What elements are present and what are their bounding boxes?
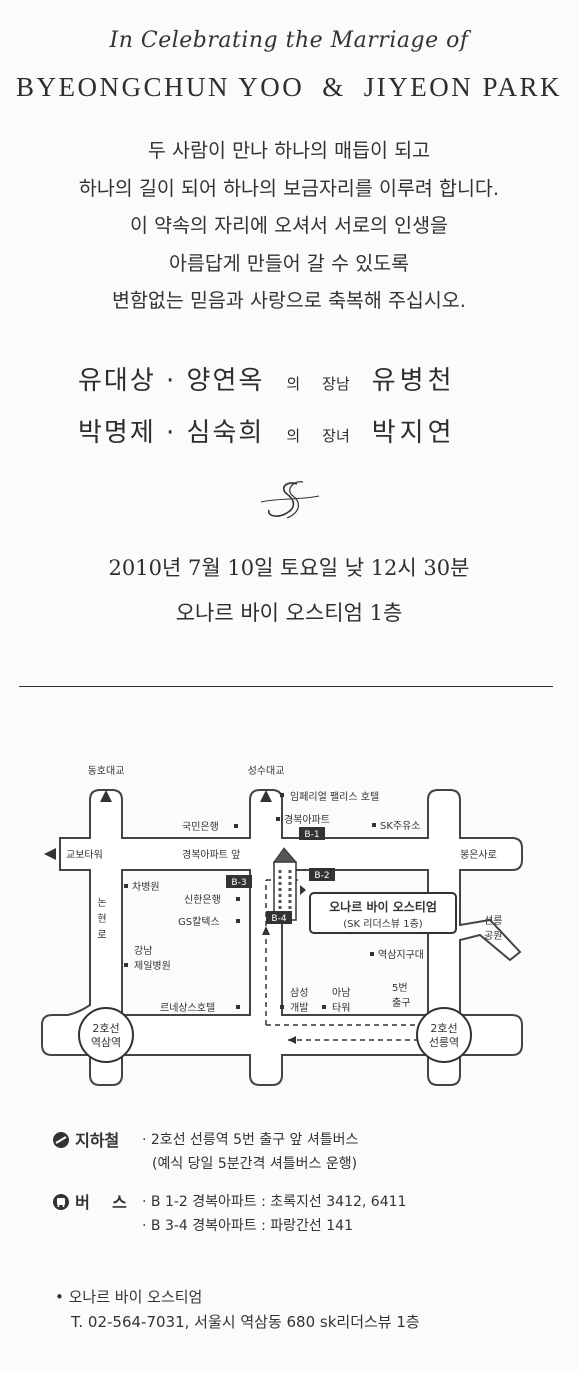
landmark-label: 역삼지구대 (378, 949, 424, 961)
park-label: 선릉 (484, 915, 502, 927)
landmark-label: 5번 (392, 982, 408, 994)
groom-english-name: BYEONGCHUN YOO (15, 72, 305, 102)
contact-details: T. 02-564-7031, 서울시 역삼동 680 sk리더스뷰 1층 (71, 1313, 420, 1331)
arrow-left-icon (44, 848, 56, 860)
bride-korean-name: 박지연 (371, 418, 456, 448)
subway-line: (예식 당일 5분간격 셔틀버스 운행) (152, 1156, 358, 1172)
station-line-label: 2호선 (92, 1022, 119, 1035)
svg-text:B-3: B-3 (231, 878, 246, 888)
road-label: 성수대교 (248, 765, 285, 777)
park-label: 공원 (484, 930, 502, 942)
venue-box (309, 892, 457, 934)
landmark-label: 강남 (134, 945, 152, 957)
groom-family-row: 유대상 · 양연옥 의 장남 유병천 (78, 360, 456, 397)
venue-box-sub: (SK 리더스뷰 1층) (343, 918, 423, 930)
landmark-label: 국민은행 (182, 821, 219, 833)
message-line: 하나의 길이 되어 하나의 보금자리를 이루려 합니다. (78, 176, 500, 200)
svg-text:B-1: B-1 (304, 830, 319, 840)
road-label: 논 (97, 897, 106, 909)
landmark-markers (124, 793, 376, 1009)
celebration-script-title: In Celebrating the Marriage of (109, 28, 469, 53)
arrow-up-icon (260, 790, 272, 802)
ampersand: & (322, 72, 346, 102)
bus-icon (53, 1194, 69, 1210)
bride-relation: 장녀 (322, 427, 350, 445)
ornament-icon (260, 481, 320, 519)
subway-line: · 2호선 선릉역 5번 출구 앞 셔틀버스 (142, 1132, 359, 1148)
bus-stop-b3: B-3 (226, 875, 252, 888)
bride-family-row: 박명제 · 심숙희 의 장녀 박지연 (78, 412, 456, 449)
station-seolleung-label: 선릉역 (429, 1036, 459, 1049)
bus-stop-b1: B-1 (299, 827, 325, 840)
road-label: 교보타워 (66, 848, 103, 861)
landmark-label: 삼성 (290, 987, 308, 999)
bride-of: 의 (286, 427, 301, 445)
arrow-left-icon (288, 1036, 296, 1044)
bus-line: · B 3-4 경복아파트 : 파랑간선 141 (142, 1218, 353, 1234)
bus-section: 버 스 (52, 1189, 127, 1213)
message-line: 아름답게 만들어 갈 수 있도록 (168, 251, 410, 275)
message-line: 이 약속의 자리에 오셔서 서로의 인생을 (129, 214, 449, 237)
building-icon (273, 847, 298, 921)
subway-icon (53, 1132, 69, 1148)
road-label: 로 (97, 930, 106, 941)
groom-relation: 장남 (322, 375, 350, 393)
station-line-label: 2호선 (430, 1022, 457, 1035)
message-line: 두 사람이 만나 하나의 매듭이 되고 (147, 139, 431, 162)
landmark-label: GS칼텍스 (178, 915, 220, 928)
groom-parents: 유대상 · 양연옥 (78, 366, 265, 396)
svg-text:B-4: B-4 (271, 914, 286, 924)
bride-english-name: JIYEON PARK (363, 72, 563, 102)
landmark-label: 출구 (392, 997, 410, 1009)
section-divider (19, 686, 553, 687)
road-label: 경복아파트 앞 (182, 848, 240, 861)
event-venue: 오나르 바이 오스티엄 1층 (175, 601, 403, 625)
road-label: 현 (97, 913, 106, 925)
station-yeoksam-icon (78, 1007, 134, 1063)
venue-box-name: 오나르 바이 오스티엄 (329, 899, 437, 914)
bus-line: · B 1-2 경복아파트 : 초록지선 3412, 6411 (142, 1194, 407, 1210)
block-west (121, 869, 251, 1016)
landmark-label: 개발 (290, 1002, 308, 1014)
landmark-label: 신한은행 (184, 894, 221, 906)
station-seolleung-icon (416, 1007, 472, 1063)
groom-korean-name: 유병천 (371, 366, 456, 396)
landmark-label: 르네상스호텔 (160, 1002, 215, 1014)
couple-names-title: BYEONGCHUN YOO&JIYEON PARK (0, 72, 578, 103)
road-label: 동호대교 (88, 765, 125, 777)
landmark-label: 제일병원 (134, 960, 171, 972)
landmark-label: 임페리얼 팰리스 호텔 (290, 790, 379, 803)
landmark-label: 경복아파트 (284, 813, 330, 826)
bus-label: 버 스 (75, 1193, 127, 1212)
landmark-label: 차병원 (132, 881, 160, 893)
arrow-up-icon (262, 926, 270, 935)
landmark-label: 타워 (332, 1001, 350, 1014)
pointer-icon (300, 885, 306, 895)
contact-venue-name: • 오나르 바이 오스티엄 (55, 1288, 203, 1306)
location-map: 오나르 바이 오스티엄 (SK 리더스뷰 1층) B-1 B-2 B-3 B-4… (41, 765, 523, 1086)
arrow-up-icon (100, 790, 112, 802)
subway-label: 지하철 (75, 1131, 120, 1150)
message-line: 변함없는 믿음과 사랑으로 축복해 주십시오. (112, 289, 466, 312)
subway-section: 지하철 (52, 1127, 119, 1151)
road-label: 봉은사로 (460, 849, 497, 861)
bride-parents: 박명제 · 심숙희 (78, 418, 265, 448)
event-date: 2010년 7월 10일 토요일 낮 12시 30분 (108, 556, 470, 580)
bus-stop-b2: B-2 (309, 868, 335, 881)
invitation-message: 두 사람이 만나 하나의 매듭이 되고 하나의 길이 되어 하나의 보금자리를 … (0, 132, 578, 320)
groom-of: 의 (286, 375, 301, 393)
svg-text:B-2: B-2 (314, 871, 329, 881)
station-yeoksam-label: 역삼역 (91, 1036, 121, 1049)
bus-stop-b4: B-4 (266, 911, 292, 924)
landmark-label: 아남 (332, 987, 350, 999)
landmark-label: SK주유소 (380, 820, 421, 832)
